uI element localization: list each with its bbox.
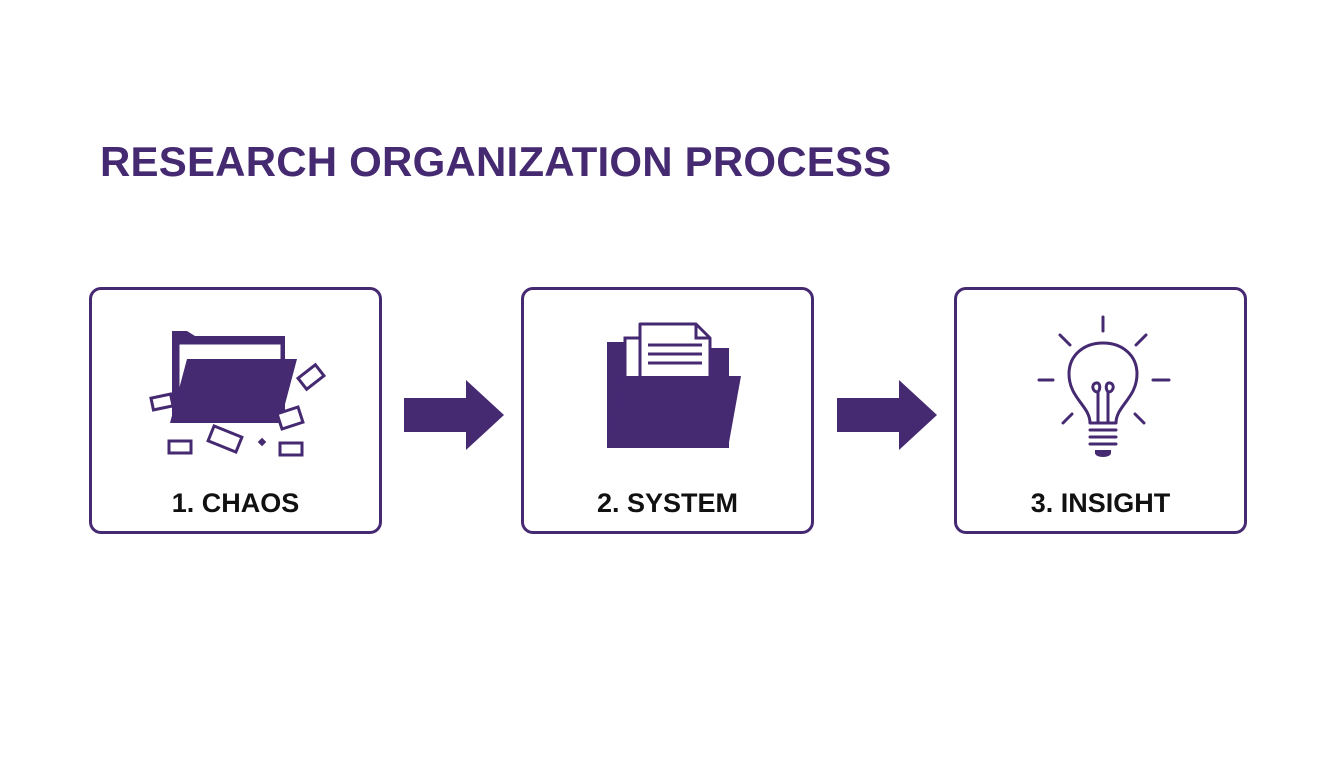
right-arrow-icon bbox=[837, 380, 937, 450]
step-system-card: 2. SYSTEM bbox=[521, 287, 814, 534]
step-label: 2. SYSTEM bbox=[596, 488, 739, 518]
step-chaos-card: 1. CHAOS bbox=[89, 287, 382, 534]
step-insight-card: 3. INSIGHT bbox=[954, 287, 1247, 534]
lightbulb-icon bbox=[1037, 315, 1171, 457]
step-label: 1. CHAOS bbox=[171, 488, 300, 518]
scattered-folder-icon bbox=[149, 331, 327, 457]
step-label: 3. INSIGHT bbox=[1030, 488, 1171, 518]
right-arrow-icon bbox=[404, 380, 504, 450]
organized-folder-icon bbox=[607, 322, 741, 448]
page-title: RESEARCH ORGANIZATION PROCESS bbox=[100, 138, 892, 185]
